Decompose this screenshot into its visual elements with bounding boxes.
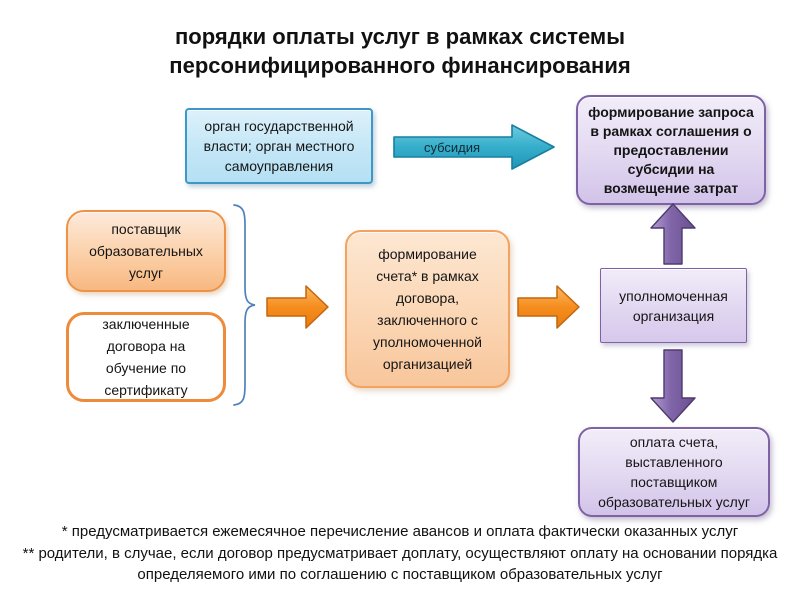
request-box: формирование запроса в рамках соглашения… [576, 95, 766, 205]
contracts-box: заключенные договора на обучение по серт… [66, 312, 226, 402]
invoice-box: формирование счета* в рамках договора, з… [345, 230, 510, 388]
org-box: уполномоченная организация [600, 268, 747, 343]
payment-box: оплата счета, выставленного поставщиком … [578, 427, 770, 517]
flow-arrow-1-icon [266, 285, 329, 329]
invoice-label: формирование счета* в рамках договора, з… [373, 246, 482, 372]
brace [231, 204, 257, 406]
subsidy-arrow-label: субсидия [423, 139, 481, 155]
org-label: уполномоченная организация [619, 287, 728, 324]
flow-arrow-2 [517, 283, 581, 331]
up-arrow-icon [650, 203, 696, 265]
authority-label: орган государственной власти; орган мест… [203, 118, 355, 174]
footnote-2: ** родители, в случае, если договор пред… [22, 545, 778, 583]
provider-box: поставщик образовательных услуг [66, 210, 226, 292]
footnote-1: * предусматривается ежемесячное перечисл… [61, 523, 739, 540]
subsidy-arrow-icon [393, 124, 555, 170]
brace-icon [233, 204, 256, 406]
flow-arrow-2-icon [517, 285, 580, 329]
flow-arrow-1 [266, 283, 330, 331]
payment-label: оплата счета, выставленного поставщиком … [598, 434, 750, 510]
down-arrow-icon [650, 349, 696, 423]
up-arrow [650, 203, 696, 265]
subsidy-arrow: субсидия [393, 123, 557, 171]
authority-box: орган государственной власти; орган мест… [185, 108, 373, 184]
footnotes: * предусматривается ежемесячное перечисл… [20, 521, 780, 586]
down-arrow [650, 349, 696, 423]
provider-label: поставщик образовательных услуг [89, 221, 203, 281]
request-label: формирование запроса в рамках соглашения… [588, 103, 754, 196]
page-title: порядки оплаты услуг в рамках системы пе… [169, 24, 631, 79]
contracts-label: заключенные договора на обучение по серт… [102, 316, 190, 398]
